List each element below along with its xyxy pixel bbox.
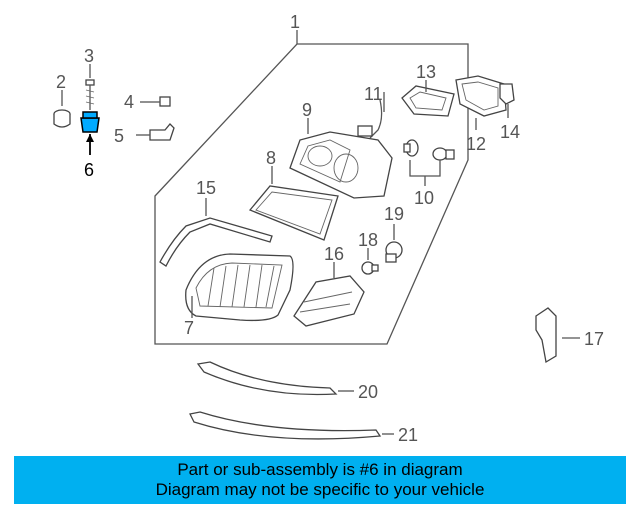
part-18-bulb — [361, 261, 379, 275]
headlamp-parts-diagram: 1 2 3 4 5 6 7 8 9 10 11 12 13 14 15 16 1… — [53, 12, 604, 445]
part-20-lower-trim — [196, 361, 338, 396]
part-13-gasket — [401, 85, 455, 117]
part-12-rear-housing — [455, 75, 507, 117]
part-7-grille — [185, 253, 294, 322]
callout-16: 16 — [324, 244, 344, 264]
part-15-trim-strip — [159, 217, 273, 267]
callout-8: 8 — [266, 148, 276, 168]
callout-17: 17 — [584, 329, 604, 349]
part-3-screw — [85, 79, 95, 110]
part-16-marker-lamp — [293, 275, 365, 327]
part-4-bolt — [150, 96, 171, 107]
callout-21: 21 — [398, 425, 418, 445]
callout-14: 14 — [500, 122, 520, 142]
callout-3: 3 — [84, 46, 94, 66]
part-21-bumper-strip — [189, 411, 382, 440]
part-10-bulbs — [403, 139, 455, 161]
banner-line-1: Part or sub-assembly is #6 in diagram — [177, 460, 463, 479]
part-9-headlamp-housing — [289, 131, 393, 199]
part-11-socket — [357, 99, 383, 139]
part-8-lens — [248, 185, 339, 241]
callout-13: 13 — [416, 62, 436, 82]
callout-10: 10 — [414, 188, 434, 208]
callout-18: 18 — [358, 230, 378, 250]
banner-line-2: Diagram may not be specific to your vehi… — [155, 480, 485, 499]
info-banner: Part or sub-assembly is #6 in diagram Di… — [14, 456, 626, 504]
callout-12: 12 — [466, 134, 486, 154]
callout-15: 15 — [196, 178, 216, 198]
callout-11: 11 — [364, 84, 383, 104]
callout-6: 6 — [84, 160, 94, 180]
callout-20: 20 — [358, 382, 378, 402]
callout-5: 5 — [114, 126, 124, 146]
part-6-clip-highlighted — [80, 111, 100, 155]
callout-1: 1 — [290, 12, 300, 32]
callout-9: 9 — [302, 100, 312, 120]
callout-19: 19 — [384, 204, 404, 224]
callout-4: 4 — [124, 92, 134, 112]
part-2-cap — [53, 109, 71, 128]
part-14-bracket — [499, 83, 515, 105]
part-5-bracket — [136, 123, 175, 141]
callout-2: 2 — [56, 72, 66, 92]
part-17-bracket — [535, 307, 557, 364]
part-19-socket — [385, 241, 403, 263]
callout-7: 7 — [184, 318, 194, 338]
